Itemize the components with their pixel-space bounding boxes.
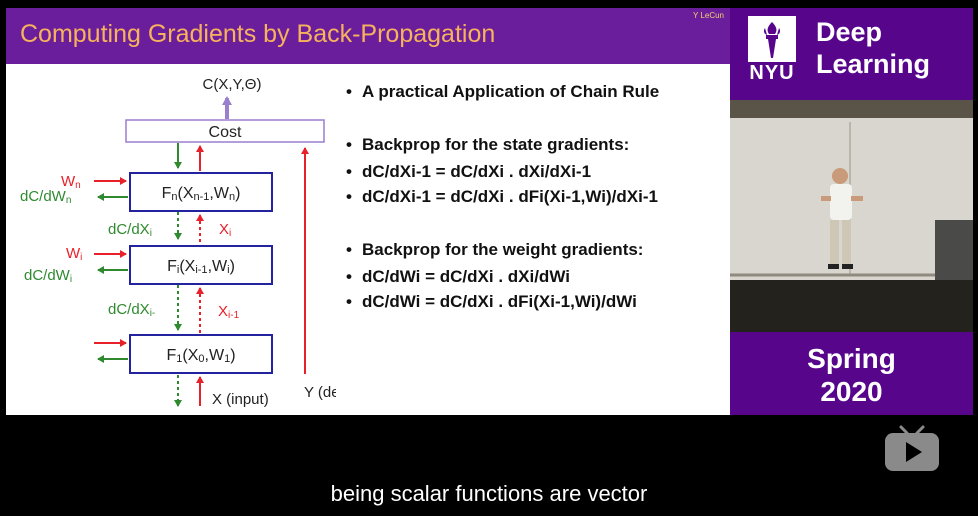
course-title-line1: Deep: [816, 17, 883, 47]
course-term-year: 2020: [820, 376, 883, 407]
equation-state-1: •dC/dXi-1 = dC/dXi . dXi/dXi-1: [346, 162, 592, 181]
dcdxi-mid-label: dC/dXi-: [108, 301, 155, 319]
module-f1-box: [129, 334, 273, 374]
xi-minus1-label: Xi-1: [218, 303, 240, 321]
slide-author: Y LeCun: [693, 11, 724, 20]
equation-weight-1: •dC/dWi = dC/dXi . dXi/dWi: [346, 267, 570, 286]
x-input-label: X (input): [212, 391, 269, 408]
wn-label: Wn: [61, 173, 81, 191]
module-fi-box: [129, 245, 273, 285]
wi-label: Wi: [66, 245, 82, 263]
lecture-slide: Computing Gradients by Back-Propagation …: [6, 8, 730, 415]
torch-icon: [748, 16, 796, 62]
dcdxi-top-label: dC/dXi: [108, 221, 152, 239]
bullet-chain-rule: •A practical Application of Chain Rule: [346, 82, 660, 101]
cost-output-label: C(X,Y,Θ): [203, 76, 262, 93]
course-term: Spring 2020: [730, 342, 973, 408]
dcdwi-label: dC/dWi: [24, 267, 72, 285]
nyu-logo: NYU: [742, 12, 802, 88]
y-desired-label: Y (desired output): [304, 384, 336, 401]
bullet-state-gradients: •Backprop for the state gradients:: [346, 135, 630, 154]
module-fi-label: Fi(Xi-1,Wi): [167, 258, 235, 276]
course-side-panel: NYU Deep Learning: [730, 8, 973, 415]
slide-title: Computing Gradients by Back-Propagation: [20, 20, 496, 48]
module-fn-box: [129, 172, 273, 212]
nyu-logo-text: NYU: [749, 62, 795, 84]
course-term-season: Spring: [807, 343, 896, 374]
dcdwn-label: dC/dWn: [20, 188, 71, 206]
backprop-diagram: C(X,Y,Θ) Cost Y (desired output) Fn(Xn-1…: [20, 76, 336, 408]
module-f1-label: F1(X0,W1): [166, 347, 235, 365]
lecturer-video: [730, 100, 973, 332]
cost-box-label: Cost: [209, 124, 242, 141]
course-title-line2: Learning: [816, 49, 931, 79]
module-fn-label: Fn(Xn-1,Wn): [162, 185, 241, 203]
video-subtitle: being scalar functions are vector: [330, 481, 648, 506]
tv-play-icon[interactable]: [883, 424, 941, 474]
xi-top-label: Xi: [219, 221, 231, 239]
course-title: Deep Learning: [816, 16, 930, 80]
equation-state-2: •dC/dXi-1 = dC/dXi . dFi(Xi-1,Wi)/dXi-1: [346, 187, 658, 206]
cost-box: [125, 119, 325, 143]
equation-weight-2: •dC/dWi = dC/dXi . dFi(Xi-1,Wi)/dWi: [346, 292, 637, 311]
slide-header: Computing Gradients by Back-Propagation …: [6, 8, 730, 64]
bullet-weight-gradients: •Backprop for the weight gradients:: [346, 240, 644, 259]
